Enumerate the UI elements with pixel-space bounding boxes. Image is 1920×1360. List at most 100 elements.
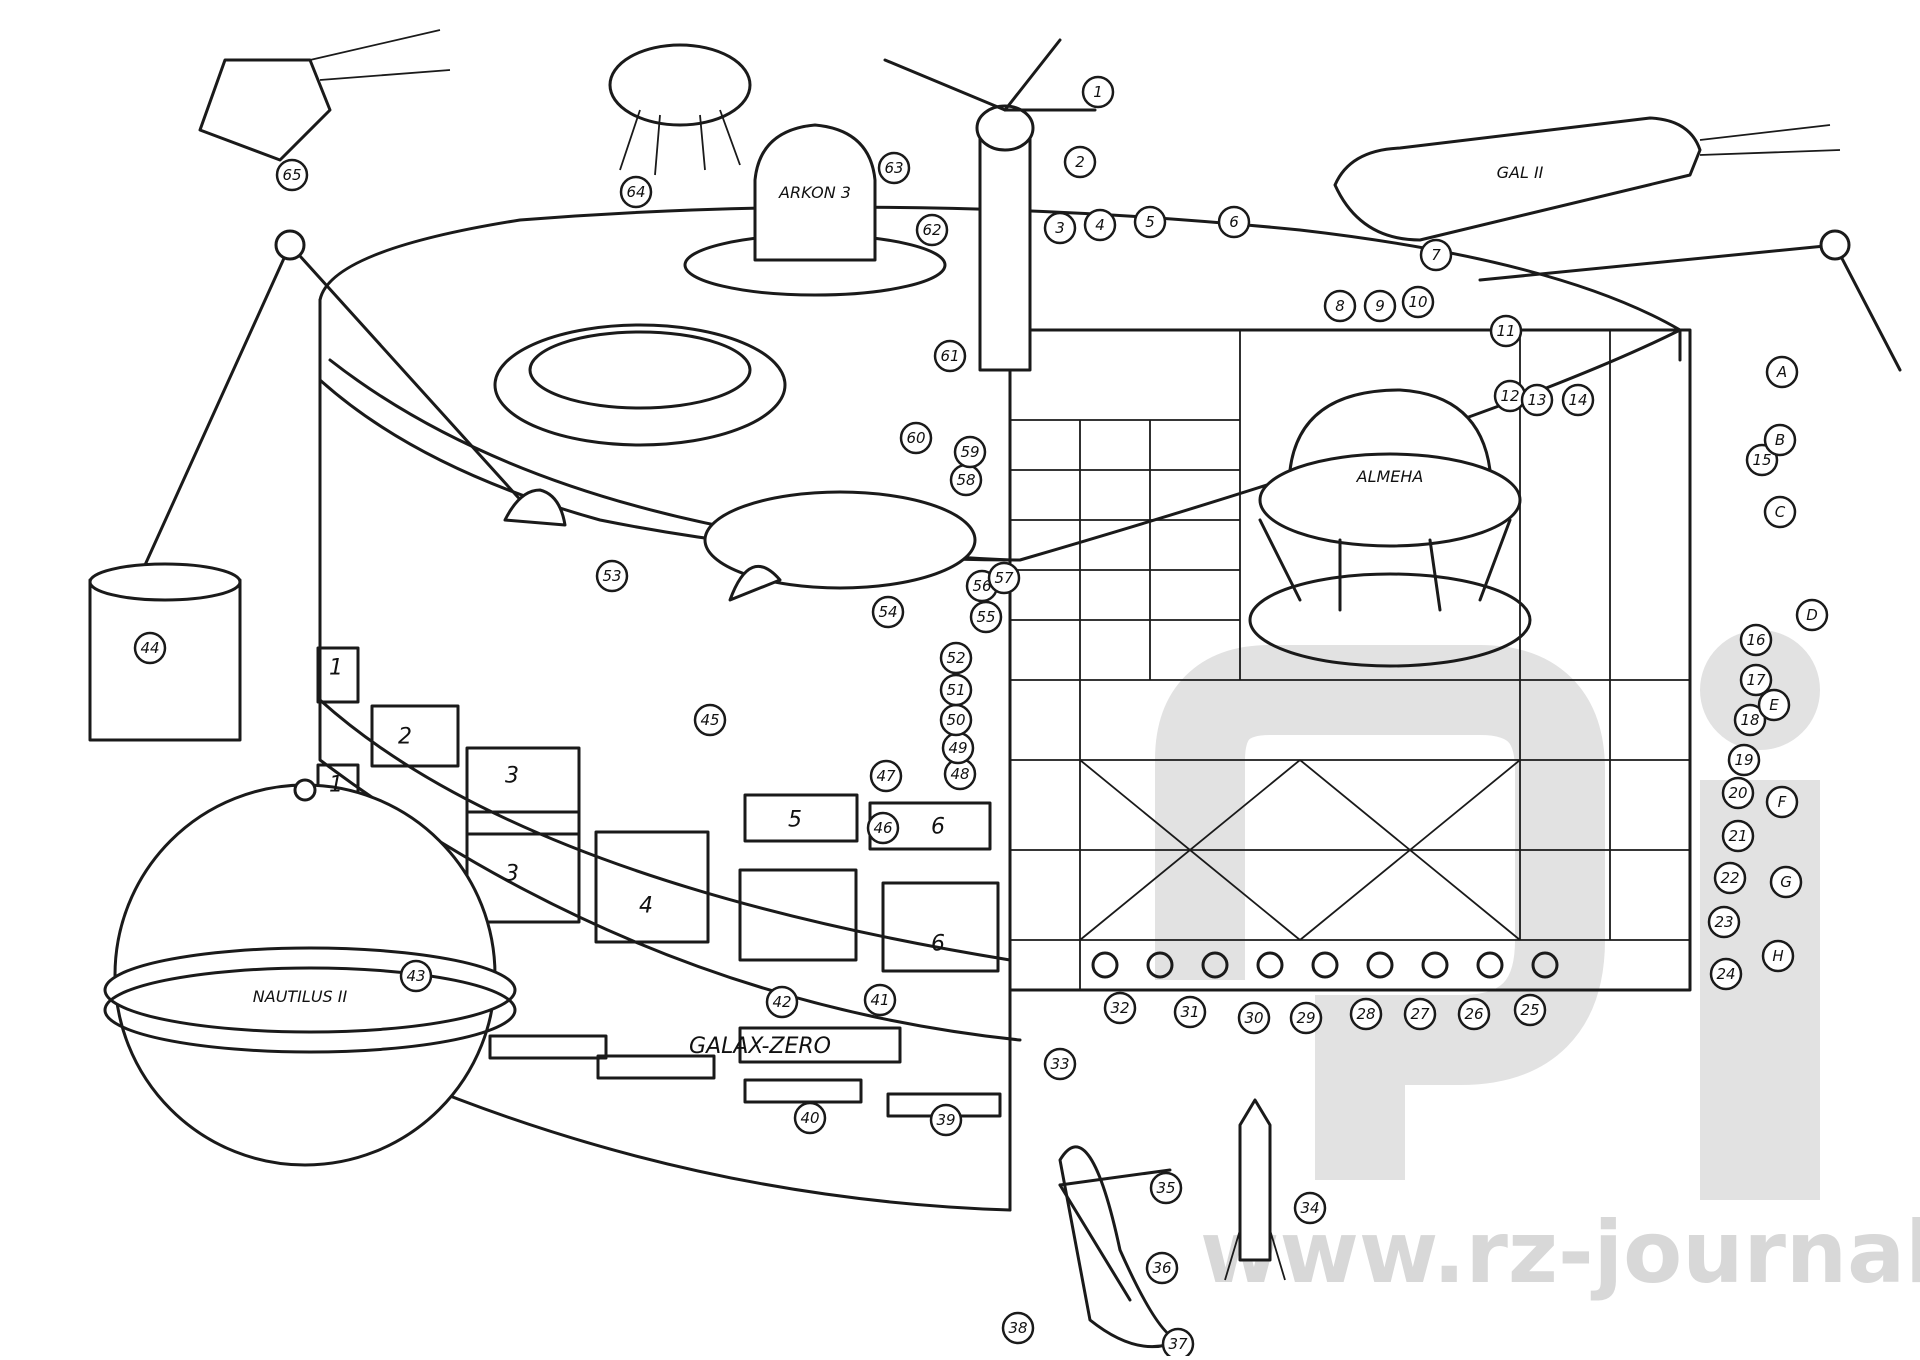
callout-label: 50 xyxy=(946,711,965,729)
callout-label: 33 xyxy=(1050,1055,1069,1073)
callout-circle xyxy=(1237,1001,1271,1035)
callout-label: H xyxy=(1772,947,1783,965)
arkon-dome-label: ARKON 3 xyxy=(778,183,851,202)
callout-circle xyxy=(1149,1171,1183,1205)
callout-label: 58 xyxy=(956,471,975,489)
callout-marker: 31 xyxy=(1173,995,1207,1029)
arkon-dome: ARKON 3 xyxy=(683,123,947,297)
callout-label: 36 xyxy=(1152,1259,1171,1277)
callout-marker: D xyxy=(1795,598,1829,632)
module-number: 6 xyxy=(931,932,945,957)
callout-marker: F xyxy=(1765,785,1799,819)
callout-label: 31 xyxy=(1180,1003,1199,1021)
station-nameplate: GALAX-ZERO xyxy=(689,1034,831,1059)
callout-marker: 58 xyxy=(949,463,983,497)
callout-marker: 20 xyxy=(1721,776,1755,810)
crane-arms xyxy=(143,229,1902,567)
callout-circle xyxy=(133,631,167,665)
callout-marker: 17 xyxy=(1739,663,1773,697)
nautilus-sphere: NAUTILUS II xyxy=(103,778,517,1167)
callout-circle xyxy=(1733,703,1767,737)
callout-marker: B xyxy=(1763,423,1797,457)
callout-circle xyxy=(863,983,897,1017)
callout-circle xyxy=(1739,663,1773,697)
callout-marker: 12 xyxy=(1493,379,1527,413)
module-number: 1 xyxy=(329,656,343,681)
callout-marker: 50 xyxy=(939,703,973,737)
callout-label: 48 xyxy=(950,765,969,783)
callout-label: 60 xyxy=(906,429,925,447)
callout-label: 3 xyxy=(1055,219,1065,237)
callout-circle xyxy=(871,595,905,629)
callout-circle xyxy=(1293,1191,1327,1225)
callout-circle xyxy=(1103,991,1137,1025)
callout-circle xyxy=(765,985,799,1019)
callout-label: 1 xyxy=(1093,83,1103,101)
callout-label: 35 xyxy=(1156,1179,1175,1197)
callout-label: 16 xyxy=(1746,631,1765,649)
callout-marker: 48 xyxy=(943,757,977,791)
module-number: 4 xyxy=(639,894,653,919)
module-number: 3 xyxy=(505,862,519,887)
callout-label: 9 xyxy=(1375,297,1385,315)
callout-circle xyxy=(793,1101,827,1135)
callout-circle xyxy=(869,759,903,793)
callout-circle xyxy=(1713,861,1747,895)
callout-circle xyxy=(1173,995,1207,1029)
callout-marker: 60 xyxy=(899,421,933,455)
callout-marker: 26 xyxy=(1457,997,1491,1031)
callout-circle xyxy=(939,673,973,707)
callout-marker: 41 xyxy=(863,983,897,1017)
callout-circle xyxy=(1721,776,1755,810)
callout-label: 41 xyxy=(870,991,889,1009)
callout-label: 47 xyxy=(876,767,896,785)
callout-marker: 34 xyxy=(1293,1191,1327,1225)
callout-marker: 22 xyxy=(1713,861,1747,895)
callout-label: 10 xyxy=(1408,293,1427,311)
callout-circle xyxy=(399,959,433,993)
callout-label: 14 xyxy=(1568,391,1587,409)
callout-label: B xyxy=(1775,431,1785,449)
radar-dish xyxy=(1058,1145,1182,1349)
callout-label: 63 xyxy=(884,159,903,177)
callout-label: A xyxy=(1776,363,1787,381)
callout-label: 7 xyxy=(1431,246,1441,264)
callout-label: 22 xyxy=(1720,869,1739,887)
station-name: GALAX-ZERO xyxy=(689,1034,831,1059)
callout-circle xyxy=(1709,957,1743,991)
core-sphere: ALMEHA xyxy=(1248,388,1532,668)
callout-label: 2 xyxy=(1075,153,1085,171)
callout-label: 20 xyxy=(1728,784,1747,802)
callout-circle xyxy=(866,811,900,845)
callout-marker: 16 xyxy=(1739,623,1773,657)
callout-label: 57 xyxy=(994,569,1014,587)
callout-label: 30 xyxy=(1244,1009,1263,1027)
callout-label: 56 xyxy=(972,577,991,595)
callout-marker: 61 xyxy=(933,339,967,373)
callout-circle xyxy=(1561,383,1595,417)
callout-circle xyxy=(1349,997,1383,1031)
callout-circle xyxy=(1457,997,1491,1031)
callout-label: 64 xyxy=(626,183,645,201)
gal-ship-label: GAL II xyxy=(1497,163,1544,182)
callout-circle xyxy=(1765,355,1799,389)
callout-circle xyxy=(1001,1311,1035,1345)
callout-marker: 4 xyxy=(1083,208,1117,242)
callout-marker: 23 xyxy=(1707,905,1741,939)
small-craft xyxy=(198,29,752,176)
callout-marker: 55 xyxy=(969,600,1003,634)
gal-ship: GAL II xyxy=(1333,116,1841,242)
callout-marker: 45 xyxy=(693,703,727,737)
callout-marker: 46 xyxy=(866,811,900,845)
callout-circle xyxy=(595,559,629,593)
callout-label: 27 xyxy=(1410,1005,1430,1023)
callout-marker: 52 xyxy=(939,641,973,675)
callout-marker: 8 xyxy=(1323,289,1357,323)
callout-circle xyxy=(953,435,987,469)
callout-marker: 57 xyxy=(987,561,1021,595)
callout-circle xyxy=(1081,75,1115,109)
callout-circle xyxy=(933,339,967,373)
callout-marker: 9 xyxy=(1363,289,1397,323)
antenna-tower xyxy=(883,38,1097,372)
